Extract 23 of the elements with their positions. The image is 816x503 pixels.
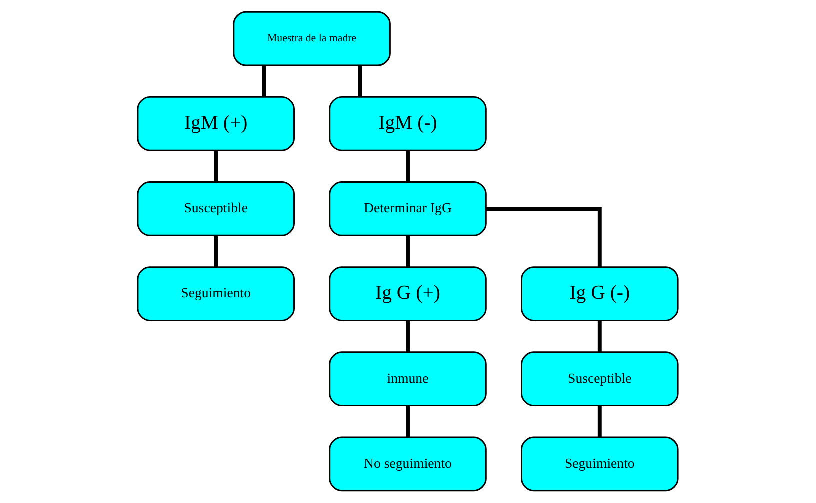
node-box: Seguimiento [137, 266, 295, 322]
node-box: Ig G (-) [521, 266, 679, 322]
node-box: Susceptible [137, 182, 295, 236]
node-box: inmune [329, 352, 487, 407]
connector [406, 320, 410, 352]
node-box: No seguimiento [329, 436, 487, 492]
connector [406, 236, 410, 268]
node-box: Determinar IgG [329, 182, 487, 236]
node-box: IgM (+) [137, 96, 295, 152]
connector [358, 66, 362, 98]
connector [406, 150, 410, 182]
connector [598, 406, 602, 438]
connector [598, 320, 602, 352]
connector [214, 150, 218, 182]
node-box: Muestra de la madre [233, 11, 391, 66]
connector [262, 66, 266, 98]
node-box: Susceptible [521, 352, 679, 407]
connector [486, 206, 602, 268]
node-box: Seguimiento [521, 436, 679, 492]
node-box: Ig G (+) [329, 266, 487, 322]
connector [406, 406, 410, 438]
connector [214, 236, 218, 268]
node-box: IgM (-) [329, 96, 487, 152]
